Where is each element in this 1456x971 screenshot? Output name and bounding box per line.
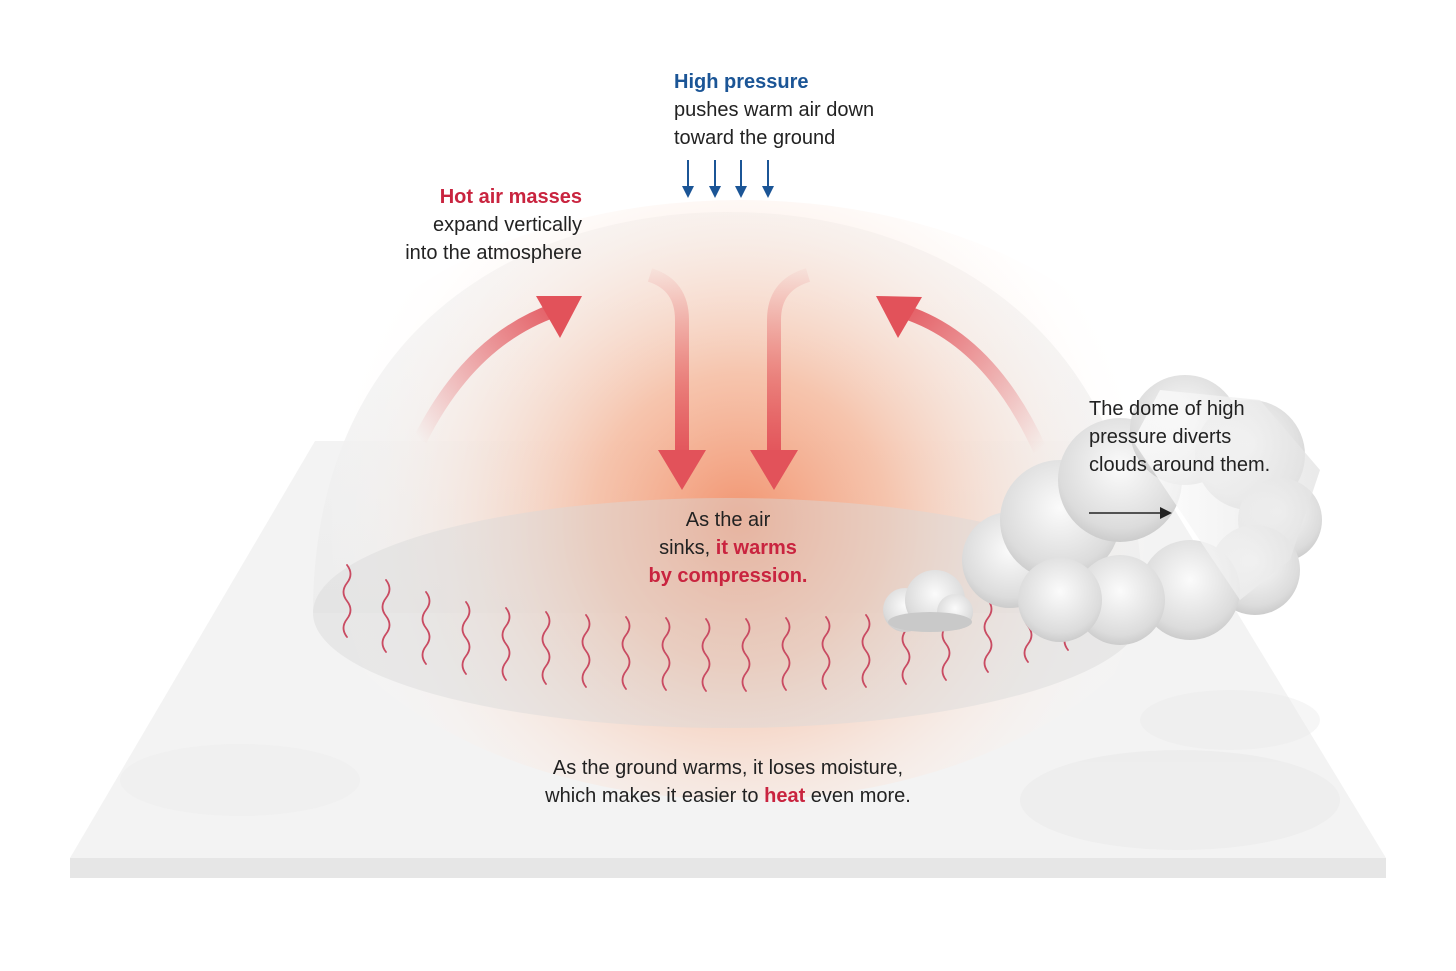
sinking-arrow-right xyxy=(750,268,811,490)
ground-line-1: As the ground warms, it loses moisture, xyxy=(552,757,904,779)
compression-highlight-1: it warms xyxy=(715,537,797,559)
cloud-diversion-arrow xyxy=(1089,507,1172,519)
compression-label: As the air sinks, it warms by compressio… xyxy=(578,506,878,590)
ground-line-2: which makes it easier to heat even more. xyxy=(478,782,978,810)
high-pressure-line-2: toward the ground xyxy=(674,127,836,149)
compression-line-2: sinks, it warms xyxy=(578,534,878,562)
clouds-note-line-2: pressure diverts xyxy=(1089,426,1232,448)
clouds-note-label: The dome of high pressure diverts clouds… xyxy=(1089,395,1270,479)
compression-highlight-2: by compression. xyxy=(648,565,808,587)
large-cloud xyxy=(962,375,1322,645)
hot-air-line-2: into the atmosphere xyxy=(405,242,582,264)
high-pressure-title: High pressure xyxy=(674,71,809,93)
small-cloud xyxy=(883,570,973,632)
ground-slab-edge xyxy=(70,858,1386,878)
dome-base-ellipse xyxy=(313,498,1143,728)
clouds-note-line-1: The dome of high xyxy=(1089,398,1245,420)
rising-arrow-right xyxy=(876,296,1047,453)
ground-line-2-pre: which makes it easier to xyxy=(545,785,765,807)
compression-line-1: As the air xyxy=(685,509,771,531)
hot-air-label: Hot air masses expand vertically into th… xyxy=(405,183,582,267)
clouds-note-line-3: clouds around them. xyxy=(1089,454,1271,476)
hot-air-title: Hot air masses xyxy=(439,186,582,208)
pressure-arrows xyxy=(682,160,774,198)
hot-air-line-1: expand vertically xyxy=(433,214,582,236)
ground-highlight: heat xyxy=(764,785,806,807)
high-pressure-label: High pressure pushes warm air down towar… xyxy=(674,68,874,152)
rising-arrow-left xyxy=(413,296,582,444)
sinking-arrow-left xyxy=(647,268,706,490)
ground-label: As the ground warms, it loses moisture, … xyxy=(478,754,978,810)
ground-line-2-post: even more. xyxy=(805,785,911,807)
high-pressure-line-1: pushes warm air down xyxy=(674,99,875,121)
ground-texture xyxy=(120,690,1340,850)
compression-line-2-text: sinks, xyxy=(659,537,716,559)
